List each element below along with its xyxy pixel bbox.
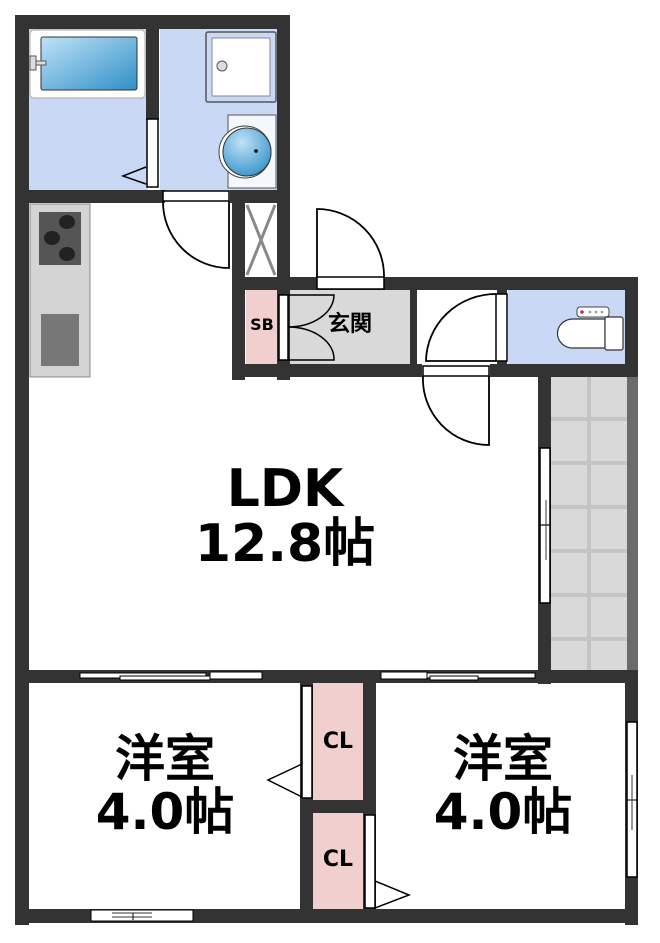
wall-bath-bottom [15,190,165,203]
wall-bath-divider [146,15,159,120]
wall-toilet-right [625,277,638,377]
left-room-sliding-door-icon [79,671,263,681]
ldk-door-icon [422,365,490,446]
front-door-icon [316,208,385,290]
washroom-door-icon [162,190,230,269]
wall-left-outer [15,15,29,925]
closet-lower-door-icon [364,814,412,909]
shoe-box-area [246,290,278,364]
balcony-railing [627,377,638,670]
western-room-left-name: 洋室 [115,730,215,788]
western-room-right-size: 4.0帖 [433,782,573,841]
wall-entrance-right [410,277,417,377]
washing-machine-pan-icon [205,31,277,103]
ldk-name: LDK [226,459,344,519]
ldk-label: LDK 12.8帖 [150,462,420,571]
right-room-window-icon [626,721,638,878]
western-room-right-label: 洋室 4.0帖 [378,733,628,838]
closet-lower-label: CL [322,847,354,872]
kitchen-counter-icon [29,203,91,378]
wall-entrance-bottom [232,364,422,377]
wall-toilet-bottom [490,364,638,377]
pipe-shaft-icon [245,203,277,277]
western-room-left-label: 洋室 4.0帖 [40,733,290,838]
shoe-box-door-icon [278,294,335,361]
closet-upper-door-icon [266,685,313,799]
left-room-window-icon [90,909,194,922]
bathtub-icon [29,29,146,99]
closet-upper-area [313,683,363,801]
wall-closet-divider [300,800,376,813]
wall-wash-bottom-right [230,190,290,203]
toilet-door-icon [417,291,508,363]
ldk-balcony-window-icon [539,447,551,604]
western-room-left-size: 4.0帖 [95,782,235,841]
ldk-size: 12.8帖 [194,513,376,574]
entrance-floor [289,290,410,364]
closet-lower-area [313,813,363,909]
entrance-label: 玄関 [327,312,372,337]
toilet-icon [556,306,624,351]
closet-upper-label: CL [322,729,354,754]
bathroom-door-icon [120,118,159,188]
balcony [551,377,627,670]
wash-basin-icon [218,114,277,189]
right-room-sliding-door-icon [380,671,536,681]
shoe-box-label: SB [250,315,274,334]
western-room-right-name: 洋室 [453,730,553,788]
